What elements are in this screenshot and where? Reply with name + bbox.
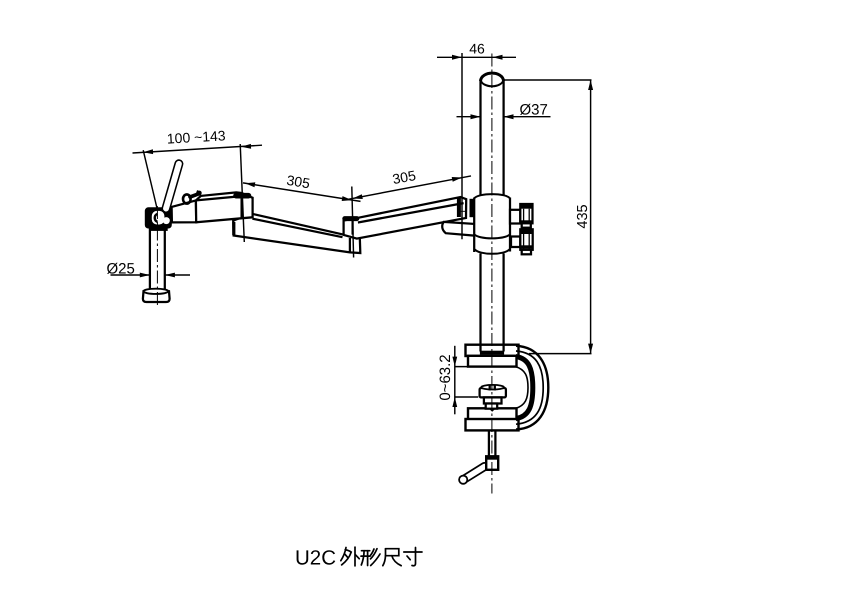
svg-text:0~63.2: 0~63.2 (437, 354, 454, 400)
svg-text:305: 305 (391, 167, 417, 187)
svg-text:46: 46 (469, 41, 485, 57)
svg-text:305: 305 (285, 172, 311, 192)
svg-text:Ø37: Ø37 (520, 102, 548, 119)
svg-text:U2C: U2C (295, 547, 336, 570)
svg-text:Ø25: Ø25 (107, 261, 135, 278)
svg-text:435: 435 (575, 204, 591, 228)
svg-text:100 ~143: 100 ~143 (166, 127, 226, 146)
